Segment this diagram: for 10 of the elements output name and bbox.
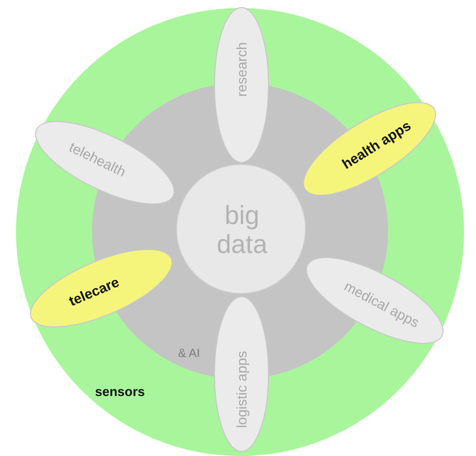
petal xyxy=(34,120,176,206)
petal-label: logistic apps xyxy=(233,350,249,428)
petal xyxy=(212,294,270,452)
petal-label: research xyxy=(233,42,249,96)
petal xyxy=(302,100,438,196)
petal xyxy=(212,6,270,164)
ring-label: sensors xyxy=(95,384,145,399)
petal xyxy=(305,256,445,345)
ring-label: & AI xyxy=(178,346,200,360)
petal xyxy=(28,248,174,329)
